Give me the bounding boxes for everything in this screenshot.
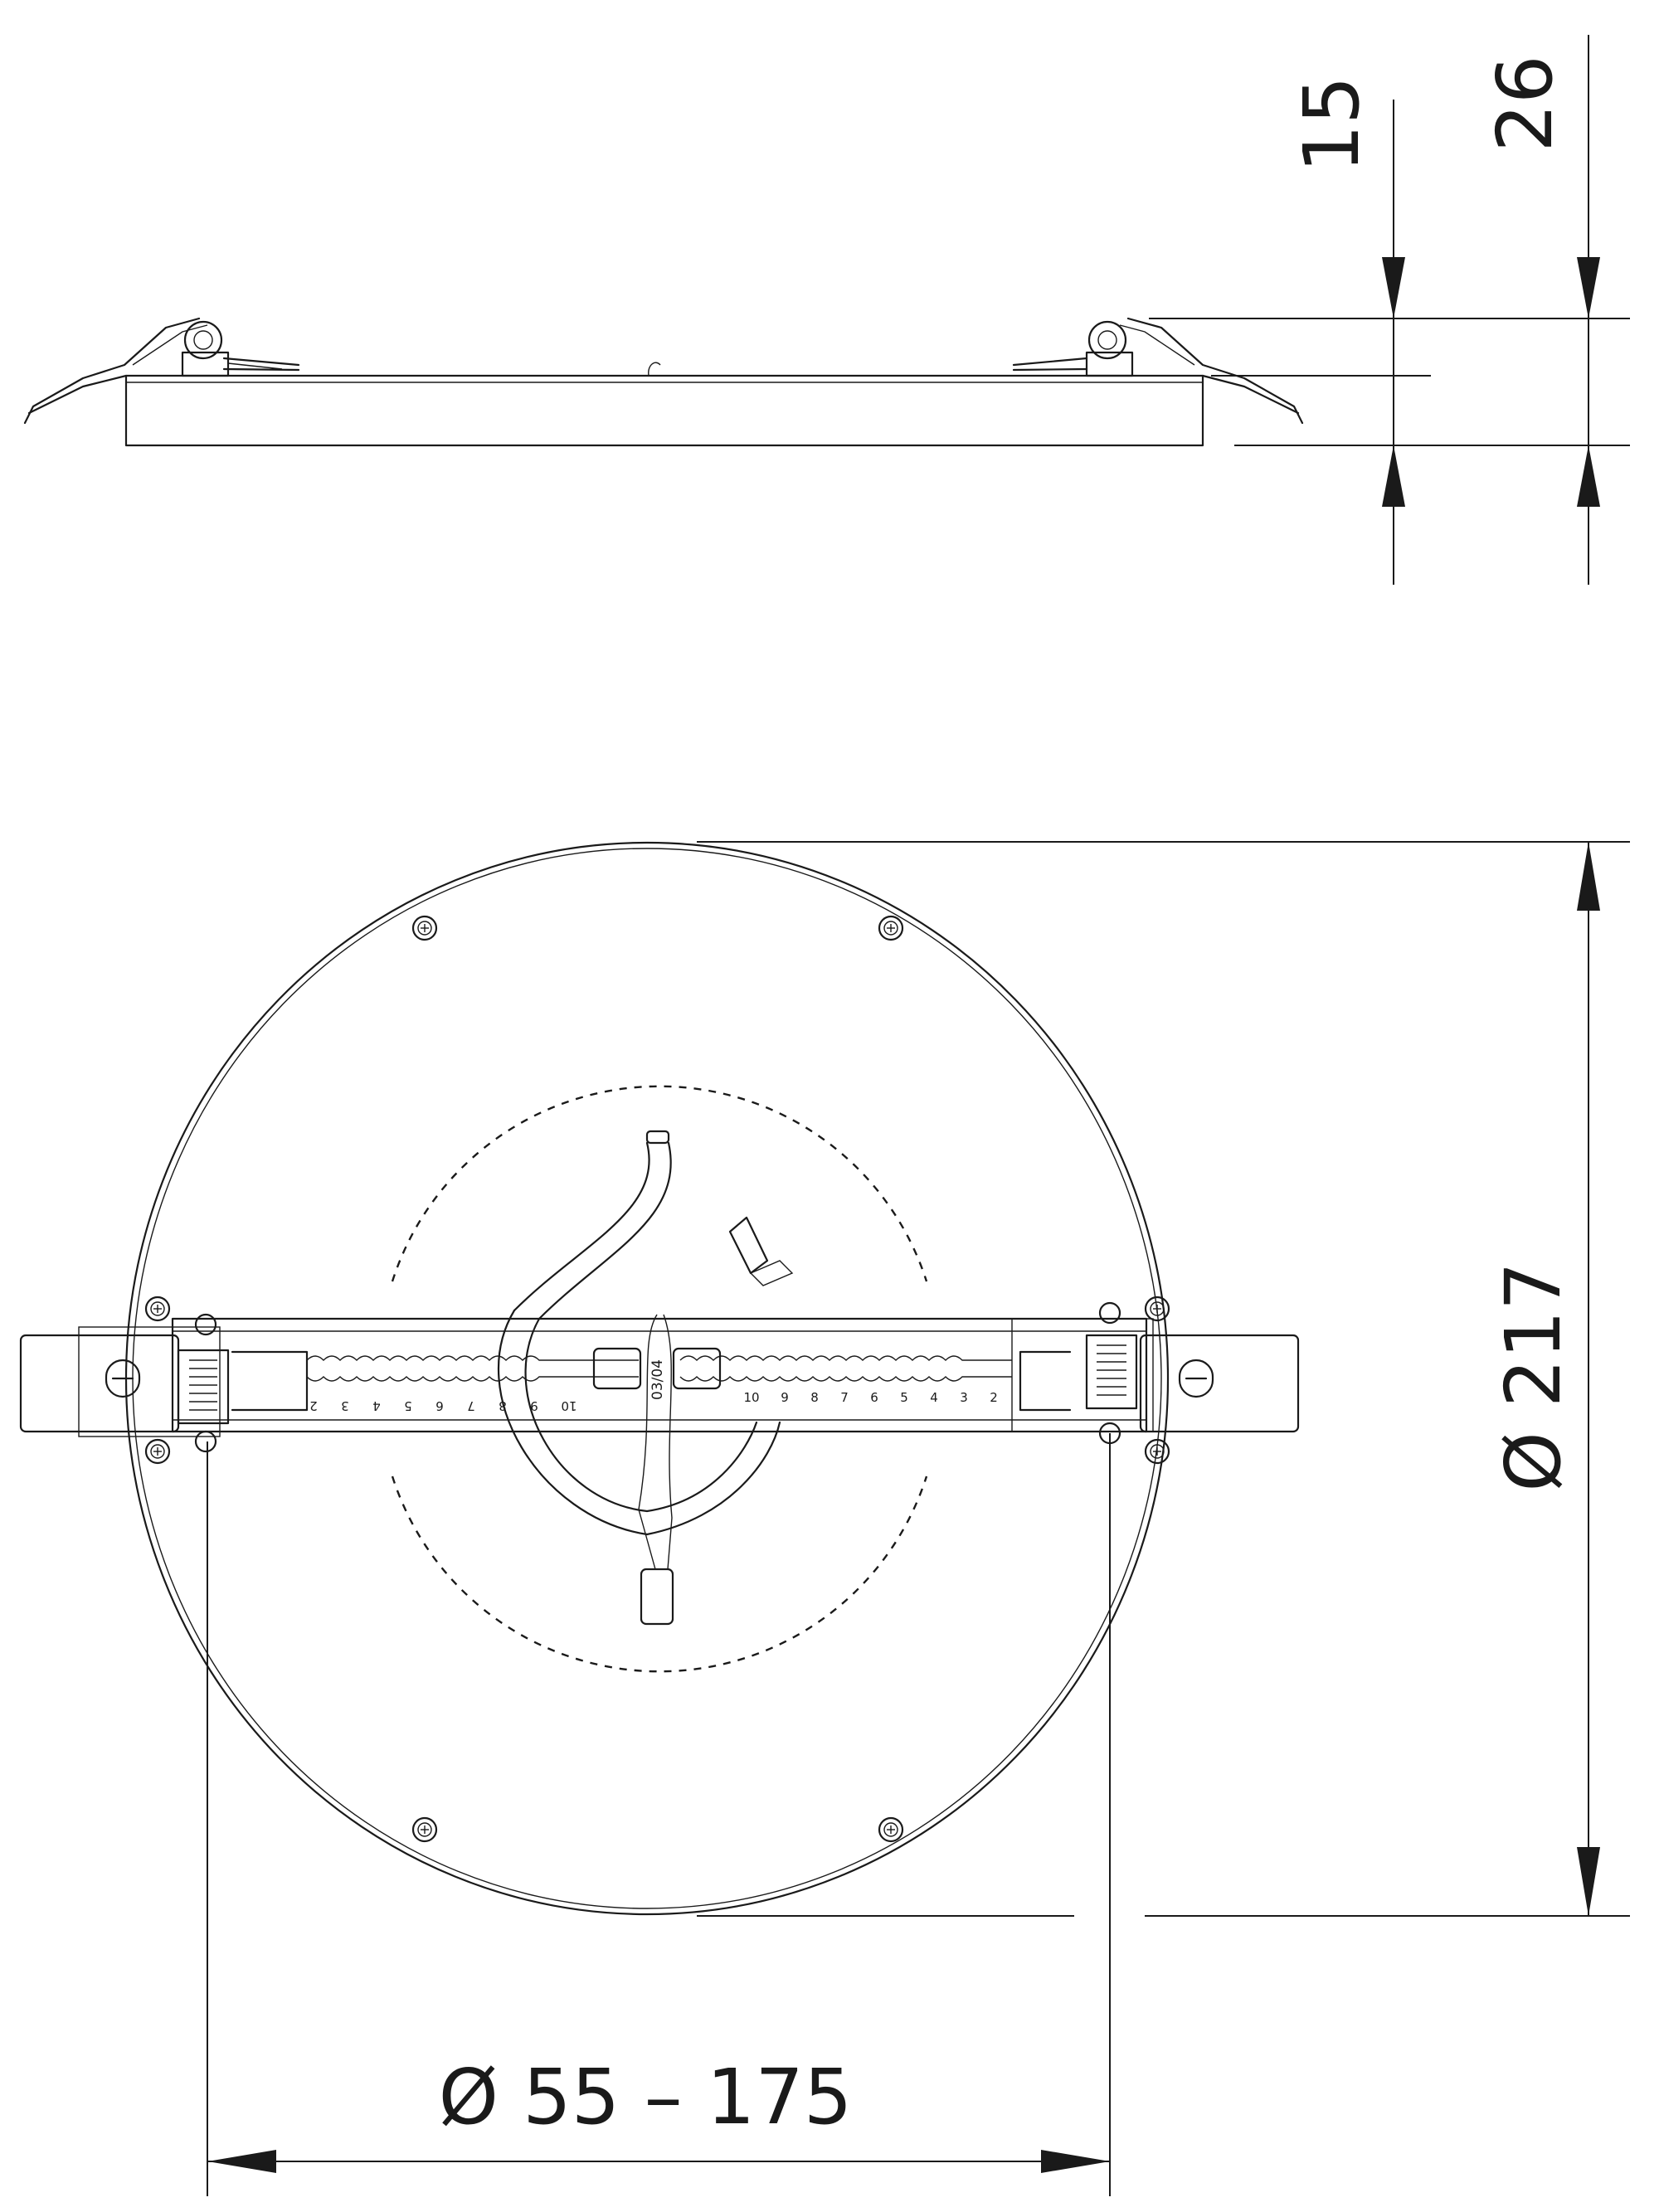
wiring [498,1130,794,1626]
screw [144,1296,171,1322]
left-clip-assembly [19,1313,309,1453]
right-clip-assembly [1011,1301,1300,1445]
scale-number: 10 [743,1390,759,1405]
screw [1144,1296,1170,1322]
scale-number: 8 [810,1390,819,1405]
rail-scale-left: 2 3 4 5 6 7 8 9 10 [309,1398,577,1413]
side-view [23,317,1304,447]
screw [878,1816,904,1843]
outer-diameter-label: Ø 217 [1489,1262,1578,1491]
center-mark: 03/04 [649,1359,666,1400]
screw [411,915,438,941]
scale-number: 9 [530,1398,538,1413]
screw [878,915,904,941]
scale-number: 7 [840,1390,849,1405]
led-ring-lower [391,1475,928,1673]
led-ring-upper [391,1085,928,1282]
diameter-dimension [697,841,1630,1917]
rail-scale-right: 10 9 8 7 6 5 4 3 2 [743,1390,997,1405]
scale-number: 4 [930,1390,938,1405]
top-view: 2 3 4 5 6 7 8 9 10 10 9 8 7 6 5 4 3 2 03… [19,841,1300,1916]
left-spring-clip [23,317,300,425]
cable-hook [648,362,661,377]
scale-number: 5 [900,1390,908,1405]
height-dimensions [1149,35,1630,585]
screw [411,1816,438,1843]
right-spring-clip [1012,317,1304,425]
mounting-rail [171,1317,1148,1433]
scale-number: 3 [960,1390,968,1405]
scale-number: 6 [435,1398,444,1413]
scale-number: 9 [781,1390,789,1405]
cutout-range-label: Ø 55 – 175 [439,2053,853,2142]
scale-number: 4 [372,1398,381,1413]
scale-number: 10 [561,1398,577,1413]
scale-number: 8 [499,1398,507,1413]
scale-number: 3 [341,1398,349,1413]
screw [144,1438,171,1465]
scale-number: 2 [990,1390,998,1405]
cutout-dimension [207,1433,1111,2196]
scale-number: 6 [870,1390,878,1405]
height-body-label: 15 [1287,75,1376,173]
scale-number: 7 [467,1398,475,1413]
height-total-label: 26 [1481,55,1569,152]
panel-body [124,374,1204,447]
scale-number: 5 [404,1398,412,1413]
scale-number: 2 [309,1398,318,1413]
